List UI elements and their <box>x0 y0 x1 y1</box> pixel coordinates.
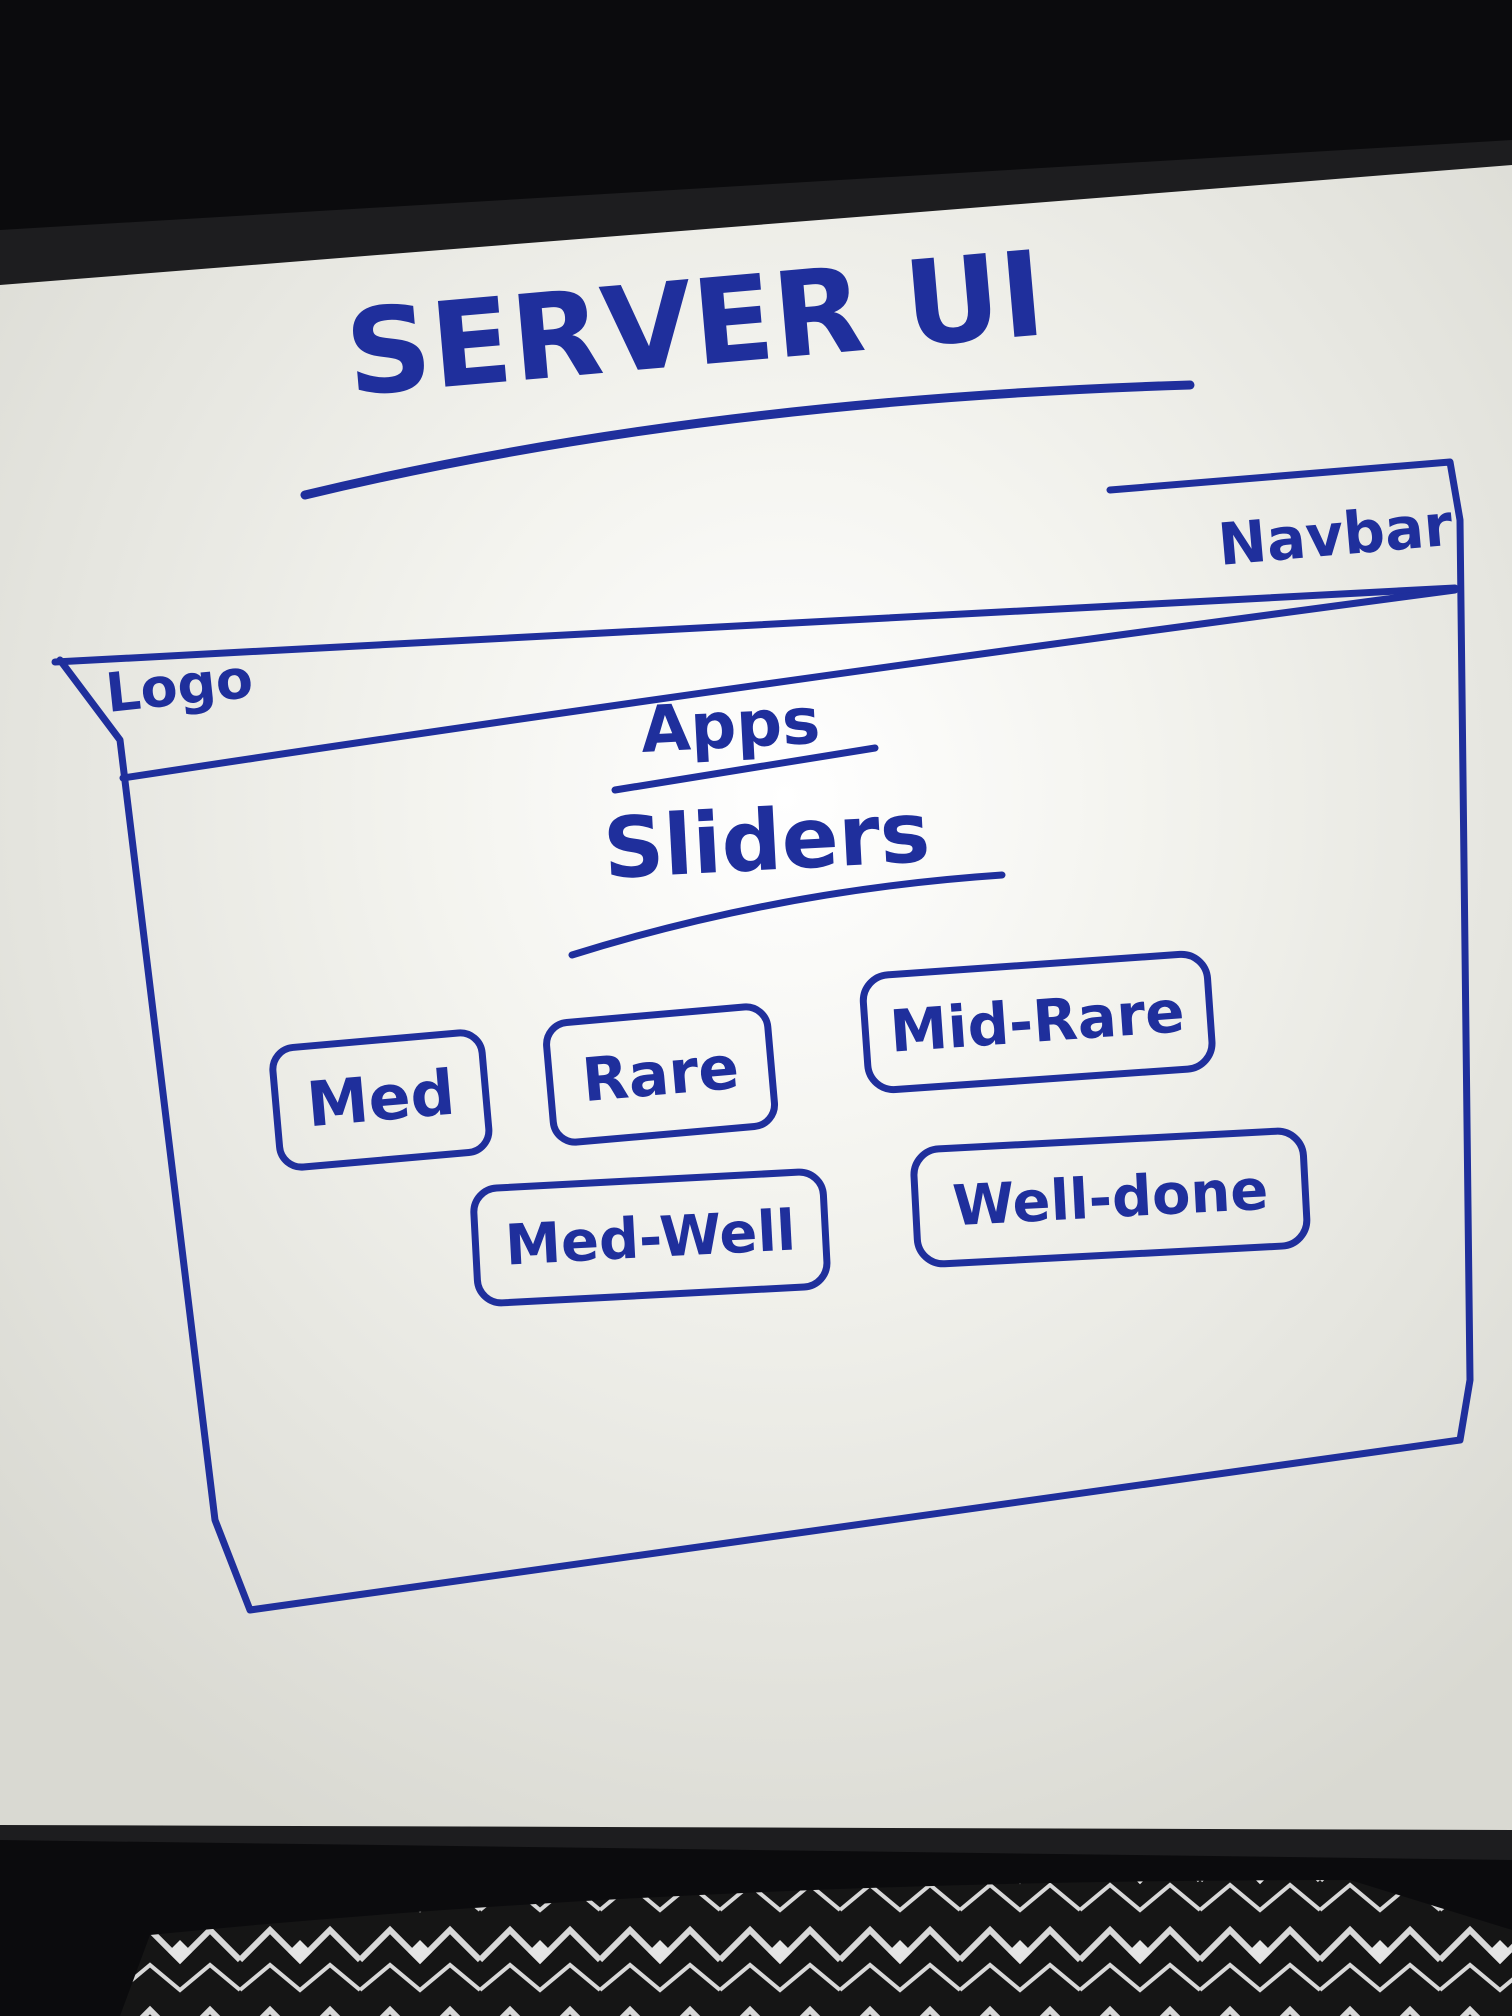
rare-button-label: Rare <box>579 1033 741 1116</box>
apps-label: Apps <box>639 685 822 768</box>
fabric-pattern <box>120 1880 1512 2016</box>
apps-underline <box>611 744 879 794</box>
title-underline <box>300 380 1195 500</box>
sliders-underline <box>568 871 1006 959</box>
med-button-label: Med <box>304 1056 458 1142</box>
logo-label: Logo <box>103 647 256 725</box>
med-well-button[interactable]: Med-Well <box>470 1168 831 1307</box>
navbar-divider <box>51 584 1459 666</box>
sliders-label: Sliders <box>601 783 932 898</box>
med-button[interactable]: Med <box>269 1029 493 1171</box>
med-well-button-label: Med-Well <box>504 1198 798 1278</box>
rare-button[interactable]: Rare <box>543 1003 779 1146</box>
wireframe-outline <box>56 458 1474 1614</box>
header-divider <box>119 586 1459 782</box>
whiteboard <box>0 165 1512 1830</box>
